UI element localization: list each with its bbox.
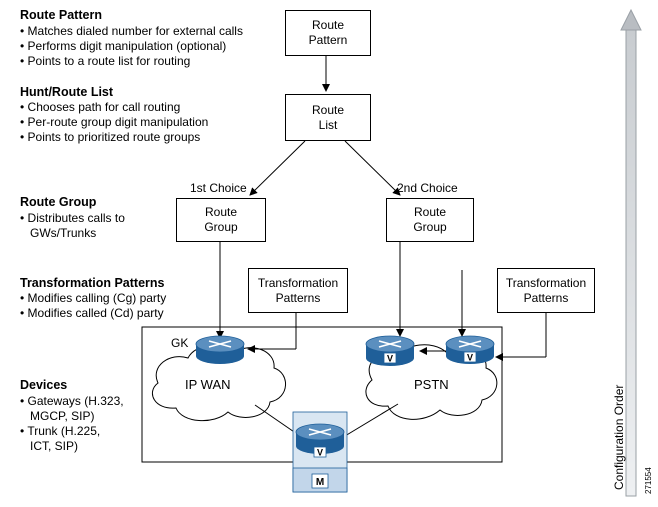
figure-number: 271554	[644, 467, 653, 494]
transformation-2-box-line-1: Transformation	[505, 275, 587, 290]
route-group-1-box-line-1: Route	[204, 205, 238, 219]
transformation-1-box-line-2: Patterns	[275, 290, 321, 305]
transformation-patterns-bullet-1: • Modifies calling (Cg) party	[20, 291, 167, 305]
route-pattern-box: Route Pattern	[285, 10, 371, 56]
devices-bullet-2: MGCP, SIP)	[20, 409, 95, 423]
gk-label: GK	[171, 336, 189, 350]
route-group-bullet-1: • Distributes calls to	[20, 211, 125, 225]
route-list-box-line-2: List	[318, 117, 338, 132]
transformation-2-box-line-2: Patterns	[523, 290, 569, 305]
transformation-patterns-heading: Transformation Patterns	[20, 276, 165, 290]
ip-wan-cloud	[152, 344, 286, 422]
route-group-heading: Route Group	[20, 195, 97, 209]
transformation-1-box-line-1: Transformation	[257, 275, 339, 290]
transformation-patterns-2-box: Transformation Patterns	[497, 268, 595, 313]
route-list-box: Route List	[285, 94, 371, 141]
devices-bullet-4: ICT, SIP)	[20, 439, 79, 453]
route-group-1-box-line-2: Group	[204, 220, 238, 234]
configuration-order-label: Configuration Order	[612, 384, 626, 490]
route-group-2-box-line-1: Route	[413, 205, 447, 219]
route-pattern-heading: Route Pattern	[20, 8, 102, 22]
hunt-route-list-bullet-2: • Per-route group digit manipulation	[20, 115, 209, 129]
second-choice-label: 2nd Choice	[397, 181, 458, 195]
devices-bullet-3: • Trunk (H.225,	[20, 424, 101, 438]
pstn-label: PSTN	[414, 377, 449, 392]
configuration-order-arrow	[620, 8, 642, 497]
route-group-1-box: Route Group	[176, 198, 266, 242]
devices-bullet-1: • Gateways (H.323,	[20, 394, 124, 408]
hunt-route-list-bullet-1: • Chooses path for call routing	[20, 100, 181, 114]
route-group-2-box: Route Group	[386, 198, 474, 242]
devices-heading: Devices	[20, 378, 68, 392]
route-pattern-box-line-1: Route	[311, 18, 345, 32]
hunt-route-list-bullet-3: • Points to prioritized route groups	[20, 130, 201, 144]
transformation-patterns-bullet-2: • Modifies called (Cd) party	[20, 306, 164, 320]
hunt-route-list-heading: Hunt/Route List	[20, 85, 114, 99]
route-group-bullet-2: GWs/Trunks	[20, 226, 97, 240]
first-choice-label: 1st Choice	[190, 181, 247, 195]
route-pattern-bullet-3: • Points to a route list for routing	[20, 54, 191, 68]
route-list-box-line-1: Route	[311, 102, 345, 117]
route-pattern-box-line-2: Pattern	[308, 33, 348, 47]
transformation-patterns-1-box: Transformation Patterns	[248, 268, 348, 313]
ip-wan-label: IP WAN	[185, 377, 231, 392]
route-pattern-bullet-1: • Matches dialed number for external cal…	[20, 24, 243, 38]
route-pattern-bullet-2: • Performs digit manipulation (optional)	[20, 39, 227, 53]
route-group-2-box-line-2: Group	[413, 220, 447, 234]
